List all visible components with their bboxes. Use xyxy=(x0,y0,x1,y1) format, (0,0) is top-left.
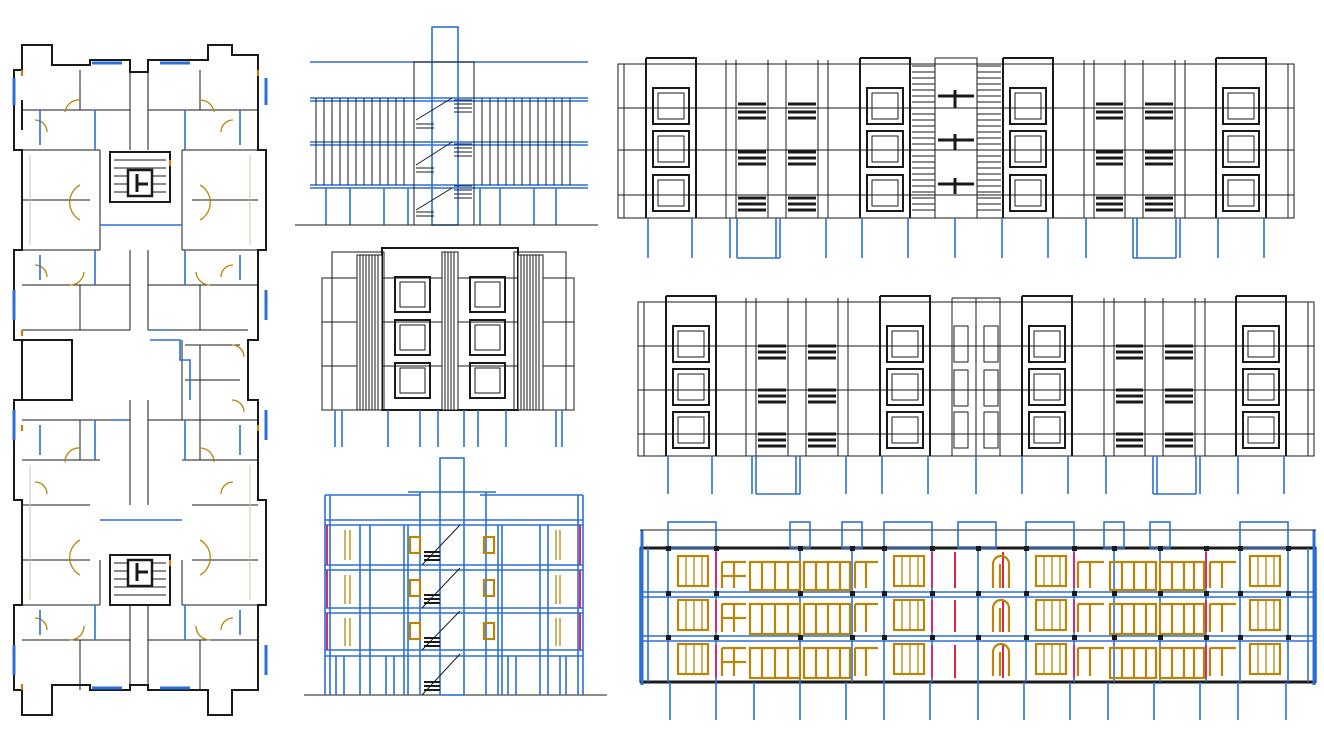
side-elevation-with-stair xyxy=(295,26,598,226)
rear-elevation xyxy=(637,295,1315,495)
front-elevation xyxy=(617,57,1295,259)
longitudinal-section xyxy=(639,521,1317,720)
door-row-1 xyxy=(676,554,1282,592)
floor-plan xyxy=(12,44,268,716)
cross-section xyxy=(304,457,607,696)
door-row-2 xyxy=(676,598,1282,636)
door-row-3 xyxy=(676,642,1282,680)
side-elevation xyxy=(321,247,575,447)
